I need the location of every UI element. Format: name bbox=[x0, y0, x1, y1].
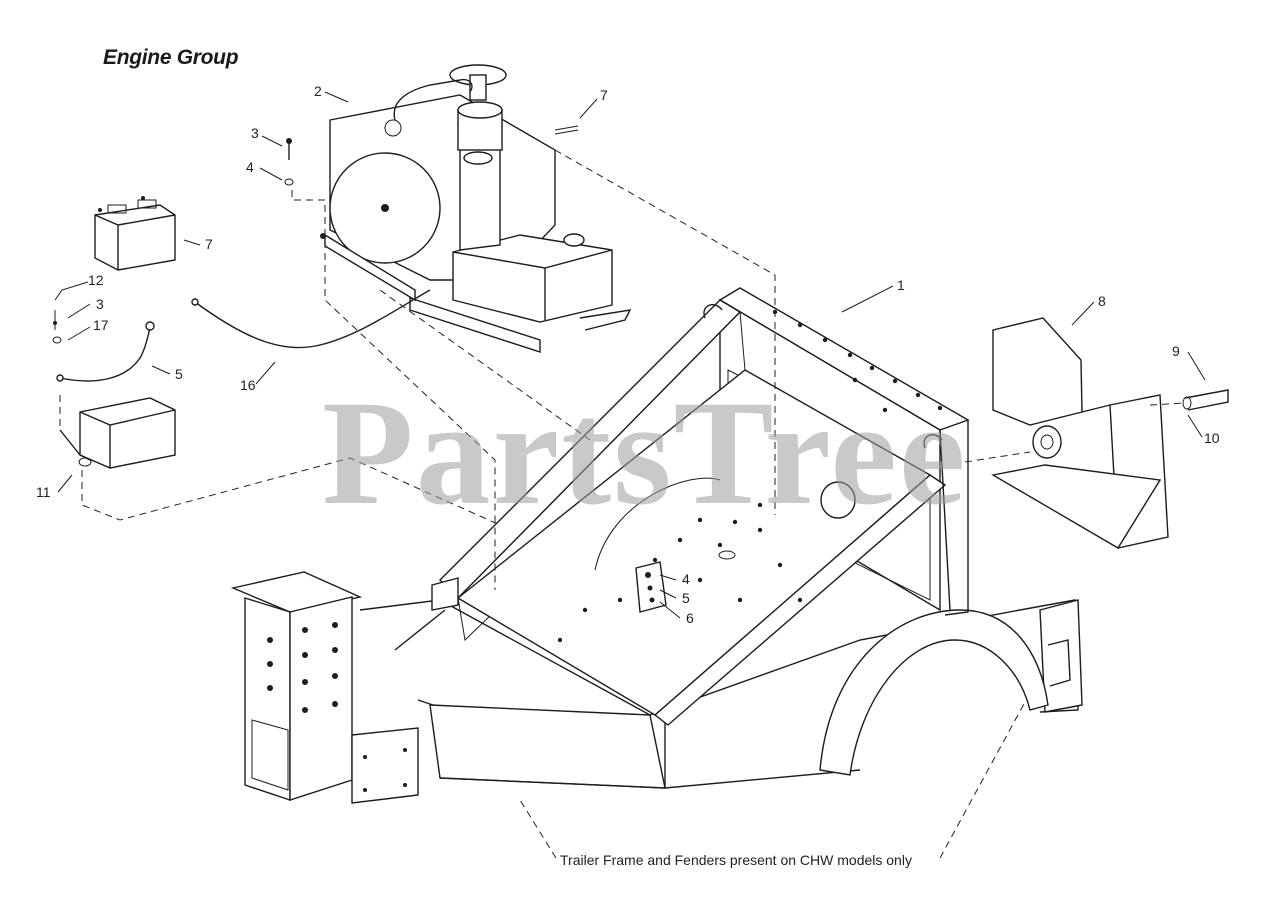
battery-cables bbox=[52, 289, 431, 382]
belt-guard-item-8 bbox=[991, 317, 1229, 549]
callout-7-top[interactable]: 7 bbox=[600, 87, 608, 103]
callout-11[interactable]: 11 bbox=[36, 484, 51, 500]
battery-item-7 bbox=[94, 196, 176, 271]
callout-1[interactable]: 1 bbox=[897, 277, 905, 293]
callout-3-top[interactable]: 3 bbox=[251, 125, 259, 141]
callout-7-battery[interactable]: 7 bbox=[205, 236, 213, 252]
callout-6-plate[interactable]: 6 bbox=[686, 610, 694, 626]
chw-models-note: Trailer Frame and Fenders present on CHW… bbox=[560, 852, 912, 868]
engine-item-2 bbox=[320, 64, 632, 353]
trailer-frame bbox=[359, 599, 1083, 789]
bolt-washer-top bbox=[284, 125, 579, 186]
callout-leaders bbox=[54, 91, 1206, 859]
callout-4-plate[interactable]: 4 bbox=[682, 571, 690, 587]
battery-tray-item-11 bbox=[59, 397, 176, 469]
tongue-plate bbox=[351, 727, 419, 804]
callout-17[interactable]: 17 bbox=[93, 317, 109, 333]
callout-16[interactable]: 16 bbox=[240, 377, 256, 393]
callout-5-plate[interactable]: 5 bbox=[682, 590, 690, 606]
callout-2[interactable]: 2 bbox=[314, 83, 322, 99]
mounting-plate bbox=[635, 561, 667, 613]
diagram-title: Engine Group bbox=[103, 46, 239, 69]
callout-5-left[interactable]: 5 bbox=[175, 366, 183, 382]
frame-item-1 bbox=[431, 287, 970, 726]
trailer-fender bbox=[819, 609, 1049, 776]
trailer-tongue-bracket bbox=[230, 571, 363, 801]
callout-8[interactable]: 8 bbox=[1098, 293, 1106, 309]
callout-10[interactable]: 10 bbox=[1204, 430, 1220, 446]
callout-4-top[interactable]: 4 bbox=[246, 159, 254, 175]
callout-12[interactable]: 12 bbox=[88, 272, 104, 288]
assembly-guide-lines bbox=[59, 149, 1186, 590]
callout-3-left[interactable]: 3 bbox=[96, 296, 104, 312]
callout-9[interactable]: 9 bbox=[1172, 343, 1180, 359]
partstree-watermark: PartsTree bbox=[322, 370, 968, 536]
